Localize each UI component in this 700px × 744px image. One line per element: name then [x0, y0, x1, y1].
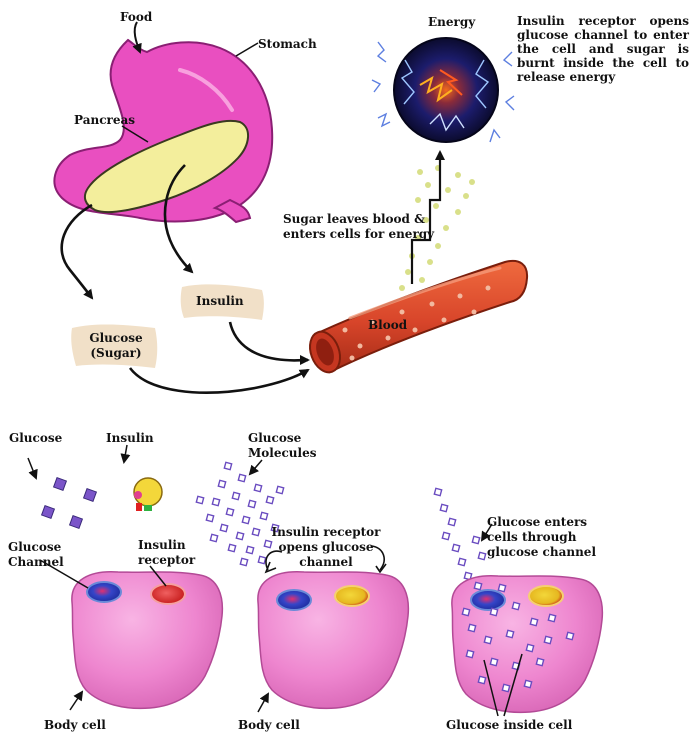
free-glucose-molecules	[41, 477, 97, 529]
food-arrow	[132, 21, 142, 54]
energy-orb	[393, 37, 499, 143]
insulin-molecule	[133, 477, 163, 511]
glucose-molecules-line2: Molecules	[248, 446, 317, 460]
glucose-tag-line2: (Sugar)	[90, 346, 142, 360]
molecules-pointer-arrow	[248, 459, 263, 476]
insulin-tag-label: Insulin	[196, 294, 244, 308]
receptor-pointer	[149, 565, 167, 587]
glucose-inside-label: Glucose inside cell	[446, 718, 573, 732]
body-cell-label-1: Body cell	[44, 718, 106, 732]
glucose-enters-line2: cells through	[487, 530, 577, 544]
pancreas-label: Pancreas	[74, 113, 135, 127]
body-cell-1	[71, 571, 224, 710]
blood-label: Blood	[368, 318, 408, 332]
glucose-pointer-arrow	[27, 457, 38, 480]
receptor-opens-line1: Insulin receptor	[271, 525, 381, 539]
insulin-receptor-line1: Insulin	[138, 538, 186, 552]
glucose-enters-line1: Glucose enters	[487, 515, 588, 529]
energy-sparks	[371, 41, 515, 143]
insulin-pointer-arrow	[120, 444, 131, 464]
curl-arrow-left	[265, 550, 283, 571]
sugar-leaves-line2: enters cells for energy	[283, 227, 435, 241]
body-cell-2	[257, 571, 410, 710]
insulin-label: Insulin	[106, 431, 154, 445]
pancreas-pointer	[121, 125, 149, 143]
body-cell-2-pointer	[257, 692, 269, 713]
stomach-pointer	[235, 42, 259, 57]
stomach-label: Stomach	[258, 37, 317, 51]
glucose-label: Glucose	[9, 431, 63, 445]
food-label: Food	[120, 10, 153, 24]
energy-description: Insulin receptor opens glucose channel t…	[517, 14, 689, 84]
blood-vessel	[309, 259, 529, 374]
vessel-sugar-dots	[342, 285, 491, 361]
inside-pointer-b	[503, 653, 523, 717]
glucose-tag-line1: Glucose	[89, 331, 143, 345]
insulin-to-blood-arrow	[228, 321, 310, 366]
insulin-receptor-line2: receptor	[138, 553, 196, 567]
receptor-opens-line2: opens glucose	[278, 540, 374, 554]
inside-pointer-a	[483, 659, 499, 717]
energy-arrow	[410, 150, 445, 284]
glucose-column	[433, 487, 487, 581]
body-cell-1-pointer	[69, 690, 84, 711]
insulin-tag	[180, 284, 264, 320]
pancreas-to-glucose-arrow	[60, 203, 94, 300]
body-cell-3	[451, 575, 604, 714]
glucose-channel-line1: Glucose	[8, 540, 62, 554]
receptor-opens-line3: channel	[299, 555, 353, 569]
glucose-channel-line2: Channel	[8, 555, 64, 569]
pancreas-to-insulin-arrow	[163, 164, 194, 274]
energy-label: Energy	[428, 15, 476, 29]
channel-pointer	[39, 559, 89, 589]
glucose-enters-line3: glucose channel	[487, 545, 597, 559]
pancreas	[83, 119, 249, 214]
glucose-to-blood-arrow	[128, 367, 310, 394]
curl-arrow-right	[371, 545, 385, 571]
glucose-molecules-line1: Glucose	[248, 431, 302, 445]
enters-pointer-arrow	[480, 523, 493, 542]
sugar-leaves-line1: Sugar leaves blood &	[283, 212, 425, 226]
body-cell-label-2: Body cell	[238, 718, 300, 732]
glucose-tag	[71, 324, 158, 368]
